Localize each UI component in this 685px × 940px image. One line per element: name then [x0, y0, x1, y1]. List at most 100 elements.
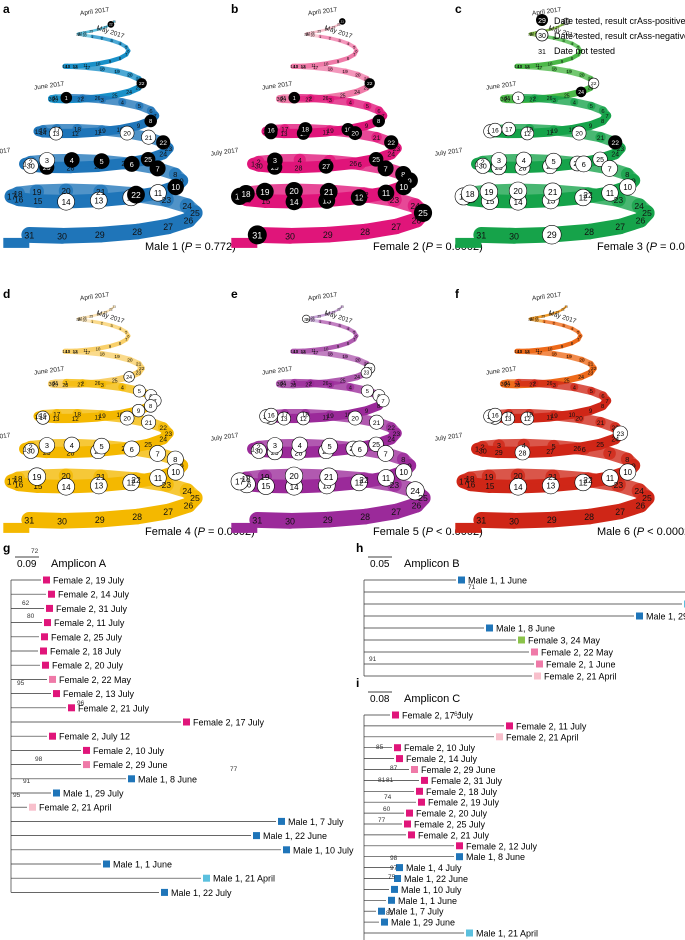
negative-test-marker	[588, 77, 600, 89]
day-label: 16	[14, 195, 24, 204]
day-label: 29	[323, 515, 333, 525]
leaf-label: Female 2, 14 July	[58, 590, 130, 600]
day-label: 30	[277, 97, 283, 103]
day-label: 25	[144, 157, 152, 164]
panel-letter: a	[3, 2, 10, 16]
leaf-color-swatch	[183, 718, 190, 726]
panel-letter: e	[231, 287, 238, 301]
negative-test-marker	[601, 184, 619, 202]
day-label: 18	[552, 67, 558, 72]
legend-negative: 30 Date tested, result crAss-negative	[535, 28, 685, 42]
day-label: 28	[76, 317, 80, 321]
day-label: 17	[313, 350, 319, 355]
leaf-color-swatch	[203, 874, 210, 882]
day-label: 31	[476, 515, 486, 525]
leaf-color-swatch	[418, 798, 425, 806]
day-label: 31	[476, 230, 486, 240]
leaf-color-swatch	[396, 864, 403, 872]
leaf-color-swatch	[536, 660, 543, 668]
day-label: 20	[579, 73, 585, 79]
day-label: 9	[589, 409, 593, 415]
day-label: 2	[481, 158, 485, 167]
day-label: 3	[111, 39, 113, 43]
leaf-label: Male 1, 8 June	[496, 624, 555, 634]
day-label: 12	[72, 64, 77, 69]
negative-test-marker	[63, 436, 80, 454]
leaf-color-swatch	[458, 576, 465, 584]
day-label: 20	[513, 186, 523, 196]
month-label-april: April 2017	[80, 291, 110, 302]
negative-test-marker	[405, 481, 425, 501]
day-label: 8	[377, 404, 381, 410]
leaf-color-swatch	[411, 766, 418, 773]
leaf-label: Male 1, 1 June	[113, 860, 172, 870]
day-label: 17	[53, 127, 61, 134]
bootstrap-value: 98	[390, 855, 398, 862]
day-label: 7	[155, 164, 159, 173]
day-label: 17	[85, 65, 91, 70]
leaf-label: Male 1, 22 June	[404, 874, 468, 884]
bootstrap-value: 95	[17, 680, 25, 687]
day-label: 1	[517, 96, 520, 102]
day-label: 21	[96, 472, 106, 482]
day-label: 13	[65, 64, 70, 69]
day-label: 25	[317, 315, 321, 319]
day-label: 22	[131, 475, 141, 485]
day-label: 19	[98, 128, 106, 135]
day-label: 11	[83, 348, 88, 353]
leaf-color-swatch	[49, 675, 56, 683]
day-label: 25	[596, 442, 604, 449]
month-label-july: July 2017	[434, 432, 463, 443]
day-label: 28	[76, 32, 80, 36]
day-label: 4	[573, 101, 576, 107]
day-label: 7	[125, 337, 128, 342]
day-label: 9	[337, 59, 340, 64]
leaf-label: Male 1, 8 June	[466, 852, 525, 862]
leaf-color-swatch	[518, 636, 525, 644]
day-label: 11	[311, 348, 316, 353]
day-label: 10	[569, 413, 576, 419]
day-label: 8	[625, 455, 629, 464]
day-label: 21	[565, 20, 569, 24]
day-label: 7	[353, 337, 356, 342]
day-label: 22	[561, 308, 565, 312]
negative-test-marker	[543, 182, 562, 202]
leaf-color-swatch	[636, 612, 643, 620]
panel-letter: b	[231, 2, 238, 16]
day-label: 1	[543, 320, 545, 324]
positive-test-marker	[267, 152, 283, 169]
negative-test-marker	[90, 476, 108, 495]
day-label: 9	[561, 344, 564, 349]
spiral-ribbon-segment	[325, 25, 335, 31]
day-label: 12	[524, 64, 529, 69]
day-label: 31	[252, 230, 262, 240]
scale-value: 0.09	[17, 559, 37, 570]
day-label: 30	[83, 34, 87, 38]
negative-test-marker	[122, 473, 140, 492]
negative-test-marker	[509, 477, 527, 496]
day-label: 26	[323, 96, 329, 102]
positive-test-marker	[288, 91, 301, 104]
day-label: 24	[410, 201, 420, 211]
negative-test-marker	[520, 126, 535, 141]
leaf-label: Female 2, 18 July	[426, 787, 498, 797]
day-label: 25	[340, 93, 346, 99]
leaf-label: Male 1, 10 July	[401, 885, 462, 895]
day-label: 16	[73, 64, 79, 69]
day-label: 11	[83, 63, 88, 68]
panel-letter: h	[356, 541, 363, 555]
day-label: 20	[351, 131, 359, 138]
negative-test-marker	[230, 472, 249, 491]
day-label: 19	[260, 472, 270, 482]
day-label: 24	[182, 486, 192, 496]
leaf-color-swatch	[278, 817, 285, 825]
bootstrap-value: 95	[13, 792, 21, 799]
day-label: 20	[61, 186, 71, 196]
spiral-panel-c: 2122232425262728293012345678910111213141…	[434, 2, 685, 253]
day-label: 30	[255, 447, 263, 456]
day-label: 20	[61, 471, 71, 481]
day-label: 1	[91, 35, 93, 39]
leaf-label: Female 2, 17 July	[402, 711, 474, 721]
day-label: 10	[345, 128, 352, 134]
day-label: 25	[190, 493, 200, 503]
